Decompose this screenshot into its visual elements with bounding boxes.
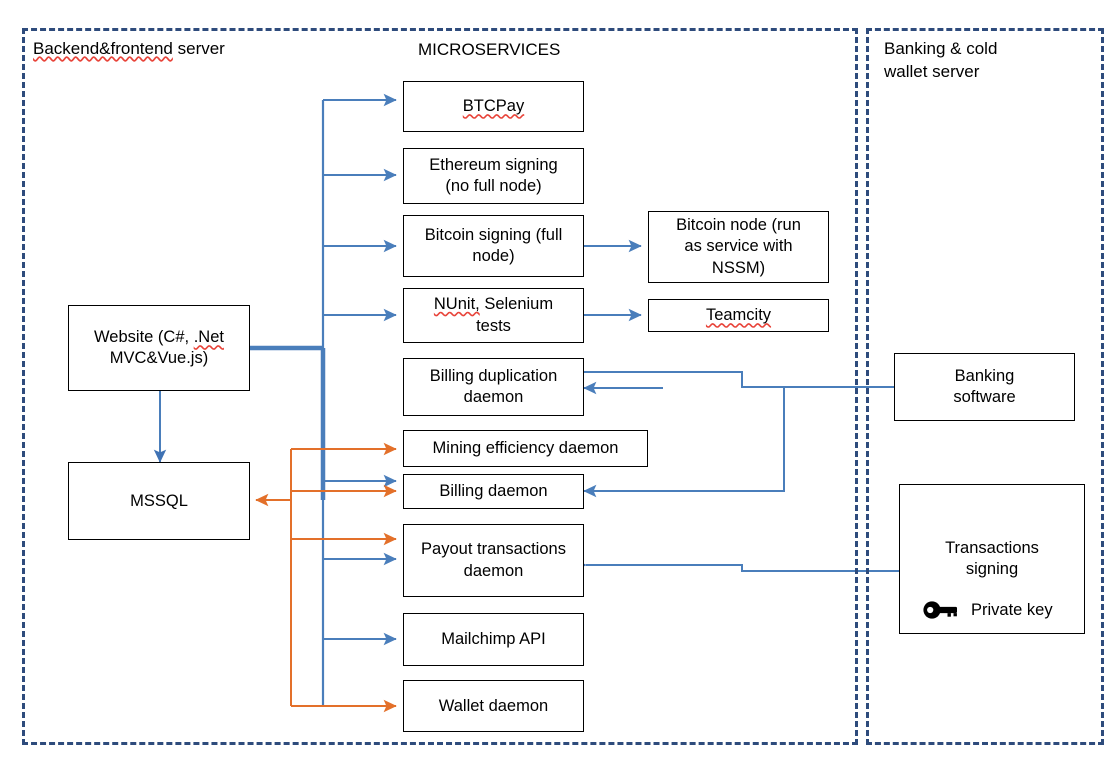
node-teamcity[interactable]: Teamcity — [648, 299, 829, 332]
microservices-title: MICROSERVICES — [418, 40, 561, 59]
node-transactions-signing-label: Transactions signing — [945, 538, 1039, 578]
node-mailchimp-api[interactable]: Mailchimp API — [403, 613, 584, 666]
node-ethereum-signing[interactable]: Ethereum signing (no full node) — [403, 148, 584, 204]
node-payout-transactions-daemon[interactable]: Payout transactions daemon — [403, 524, 584, 597]
node-mining-efficiency-daemon[interactable]: Mining efficiency daemon — [403, 430, 648, 467]
node-btcpay[interactable]: BTCPay — [403, 81, 584, 132]
private-key-row: Private key — [922, 600, 1053, 620]
node-teamcity-label: Teamcity — [705, 306, 772, 325]
zone-banking-label: Banking & cold wallet server — [884, 39, 998, 81]
node-bitcoin-node[interactable]: Bitcoin node (run as service with NSSM) — [648, 211, 829, 283]
node-banking-software[interactable]: Banking software — [894, 353, 1075, 421]
private-key-label: Private key — [971, 600, 1053, 619]
key-icon — [922, 600, 962, 620]
node-mssql[interactable]: MSSQL — [68, 462, 250, 540]
zone-backend-label-misspelled: Backend&frontend — [33, 39, 173, 58]
zone-backend-label: Backend&frontend server — [33, 38, 225, 61]
node-bitcoin-signing[interactable]: Bitcoin signing (full node) — [403, 215, 584, 277]
zone-backend-label-rest: server — [172, 39, 225, 58]
node-billing-daemon[interactable]: Billing daemon — [403, 474, 584, 509]
node-nunit-label-misspelled: NUnit, — [433, 295, 480, 314]
node-billing-duplication-daemon[interactable]: Billing duplication daemon — [403, 358, 584, 416]
zone-backend-frontend-server — [22, 28, 858, 745]
node-website-label-misspelled: .Net — [193, 328, 224, 347]
node-btcpay-label: BTCPay — [462, 97, 525, 116]
node-wallet-daemon[interactable]: Wallet daemon — [403, 680, 584, 732]
zone-banking-cold-wallet-server — [866, 28, 1104, 745]
